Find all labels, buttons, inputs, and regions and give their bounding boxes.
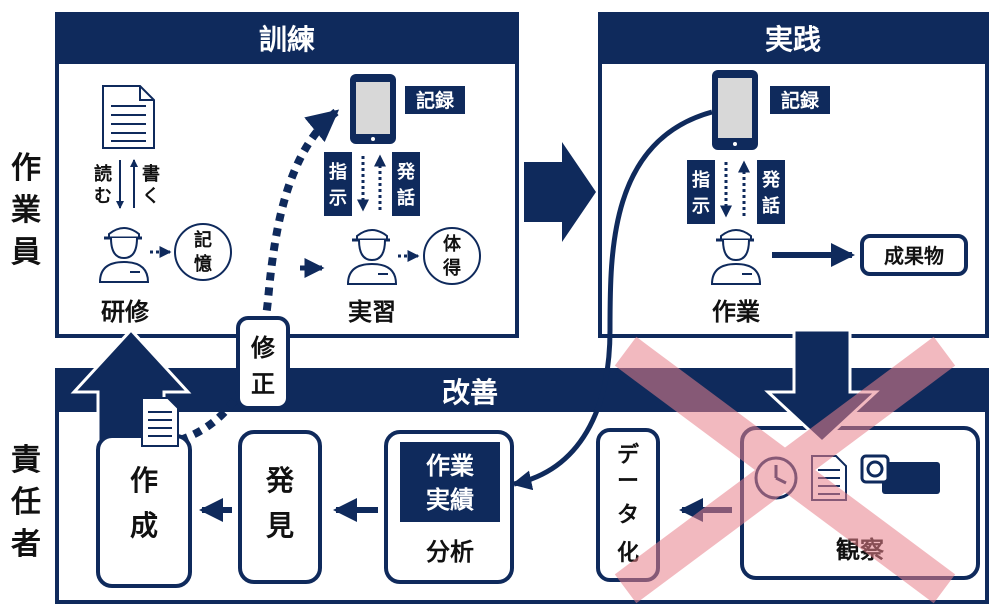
- speak-badge-training: 発 話: [392, 152, 420, 216]
- record-badge-practice: 記録: [770, 86, 830, 114]
- training-section: 訓練: [55, 12, 519, 338]
- memory-bubble: 記 憶: [174, 223, 232, 281]
- speak-badge-practice: 発 話: [757, 160, 785, 224]
- practice-title: 実践: [765, 23, 821, 56]
- svg-text:修: 修: [250, 334, 276, 362]
- improvement-title: 改善: [442, 376, 498, 409]
- svg-text:ー: ー: [617, 469, 639, 494]
- svg-text:作: 作: [11, 151, 41, 186]
- write-label-2: く: [142, 186, 160, 207]
- svg-text:話: 話: [762, 195, 780, 217]
- svg-text:記録: 記録: [781, 89, 820, 112]
- svg-text:指: 指: [692, 169, 710, 191]
- svg-text:示: 示: [692, 196, 710, 217]
- worker-icon-exercise: [346, 229, 398, 285]
- correction-box: 修 正: [236, 316, 290, 410]
- training-to-practice-arrow: [524, 142, 596, 242]
- svg-text:発: 発: [761, 169, 781, 191]
- svg-text:見: 見: [266, 509, 294, 542]
- svg-text:発: 発: [396, 161, 416, 183]
- video-camera-icon: [860, 454, 940, 494]
- document-icon: [102, 85, 155, 149]
- svg-text:作: 作: [130, 464, 158, 497]
- worker-icon-practice: [710, 229, 762, 285]
- analysis-box: 作業 実績 分析: [384, 430, 514, 584]
- row-label-worker: 作 業 員: [11, 151, 41, 270]
- svg-text:デ: デ: [617, 442, 640, 468]
- practice-section: 実践: [598, 12, 989, 338]
- cross-mark: [614, 336, 956, 604]
- training-title: 訓練: [259, 23, 315, 56]
- svg-text:指: 指: [329, 161, 347, 183]
- svg-text:発: 発: [265, 464, 295, 497]
- svg-text:記録: 記録: [416, 89, 455, 112]
- svg-text:憶: 憶: [194, 253, 212, 275]
- svg-text:者: 者: [11, 527, 41, 562]
- svg-text:責: 責: [11, 443, 41, 478]
- course-label: 研修: [101, 298, 150, 326]
- worker-icon-course: [98, 227, 150, 283]
- embody-bubble: 体 得: [423, 227, 481, 285]
- svg-text:任: 任: [10, 485, 41, 520]
- exercise-label: 実習: [348, 298, 396, 326]
- tablet-icon-training: [350, 74, 396, 144]
- read-label-1: 読: [94, 163, 112, 185]
- svg-text:話: 話: [397, 187, 415, 209]
- instruct-badge-training: 指 示: [324, 152, 352, 216]
- work-label: 作業: [712, 298, 760, 326]
- svg-text:記: 記: [194, 229, 212, 251]
- svg-text:成果物: 成果物: [884, 244, 944, 268]
- read-label-2: む: [94, 186, 112, 207]
- tablet-to-analysis-arrow: [511, 109, 713, 491]
- svg-text:体: 体: [443, 233, 462, 255]
- svg-text:タ: タ: [617, 503, 639, 528]
- svg-text:化: 化: [617, 540, 639, 566]
- svg-text:員: 員: [11, 235, 41, 270]
- svg-text:分析: 分析: [426, 538, 474, 566]
- write-label-1: 書: [142, 164, 160, 185]
- instruct-badge-practice: 指 示: [687, 160, 715, 224]
- svg-text:作業: 作業: [426, 452, 474, 480]
- row-label-manager: 責 任 者: [10, 443, 41, 562]
- create-box: 作 成: [96, 434, 192, 588]
- svg-text:正: 正: [251, 370, 275, 398]
- svg-text:得: 得: [442, 257, 461, 279]
- deliverable-box: 成果物: [860, 234, 968, 276]
- svg-text:業: 業: [11, 193, 41, 228]
- record-badge-training: 記録: [405, 86, 465, 114]
- svg-text:示: 示: [329, 188, 347, 209]
- document-icon-small: [141, 397, 179, 447]
- svg-text:実績: 実績: [426, 486, 474, 514]
- tablet-icon-practice: [712, 70, 758, 150]
- svg-text:成: 成: [130, 509, 158, 542]
- datafy-box: デ ー タ 化: [596, 428, 660, 582]
- discover-box: 発 見: [238, 430, 322, 584]
